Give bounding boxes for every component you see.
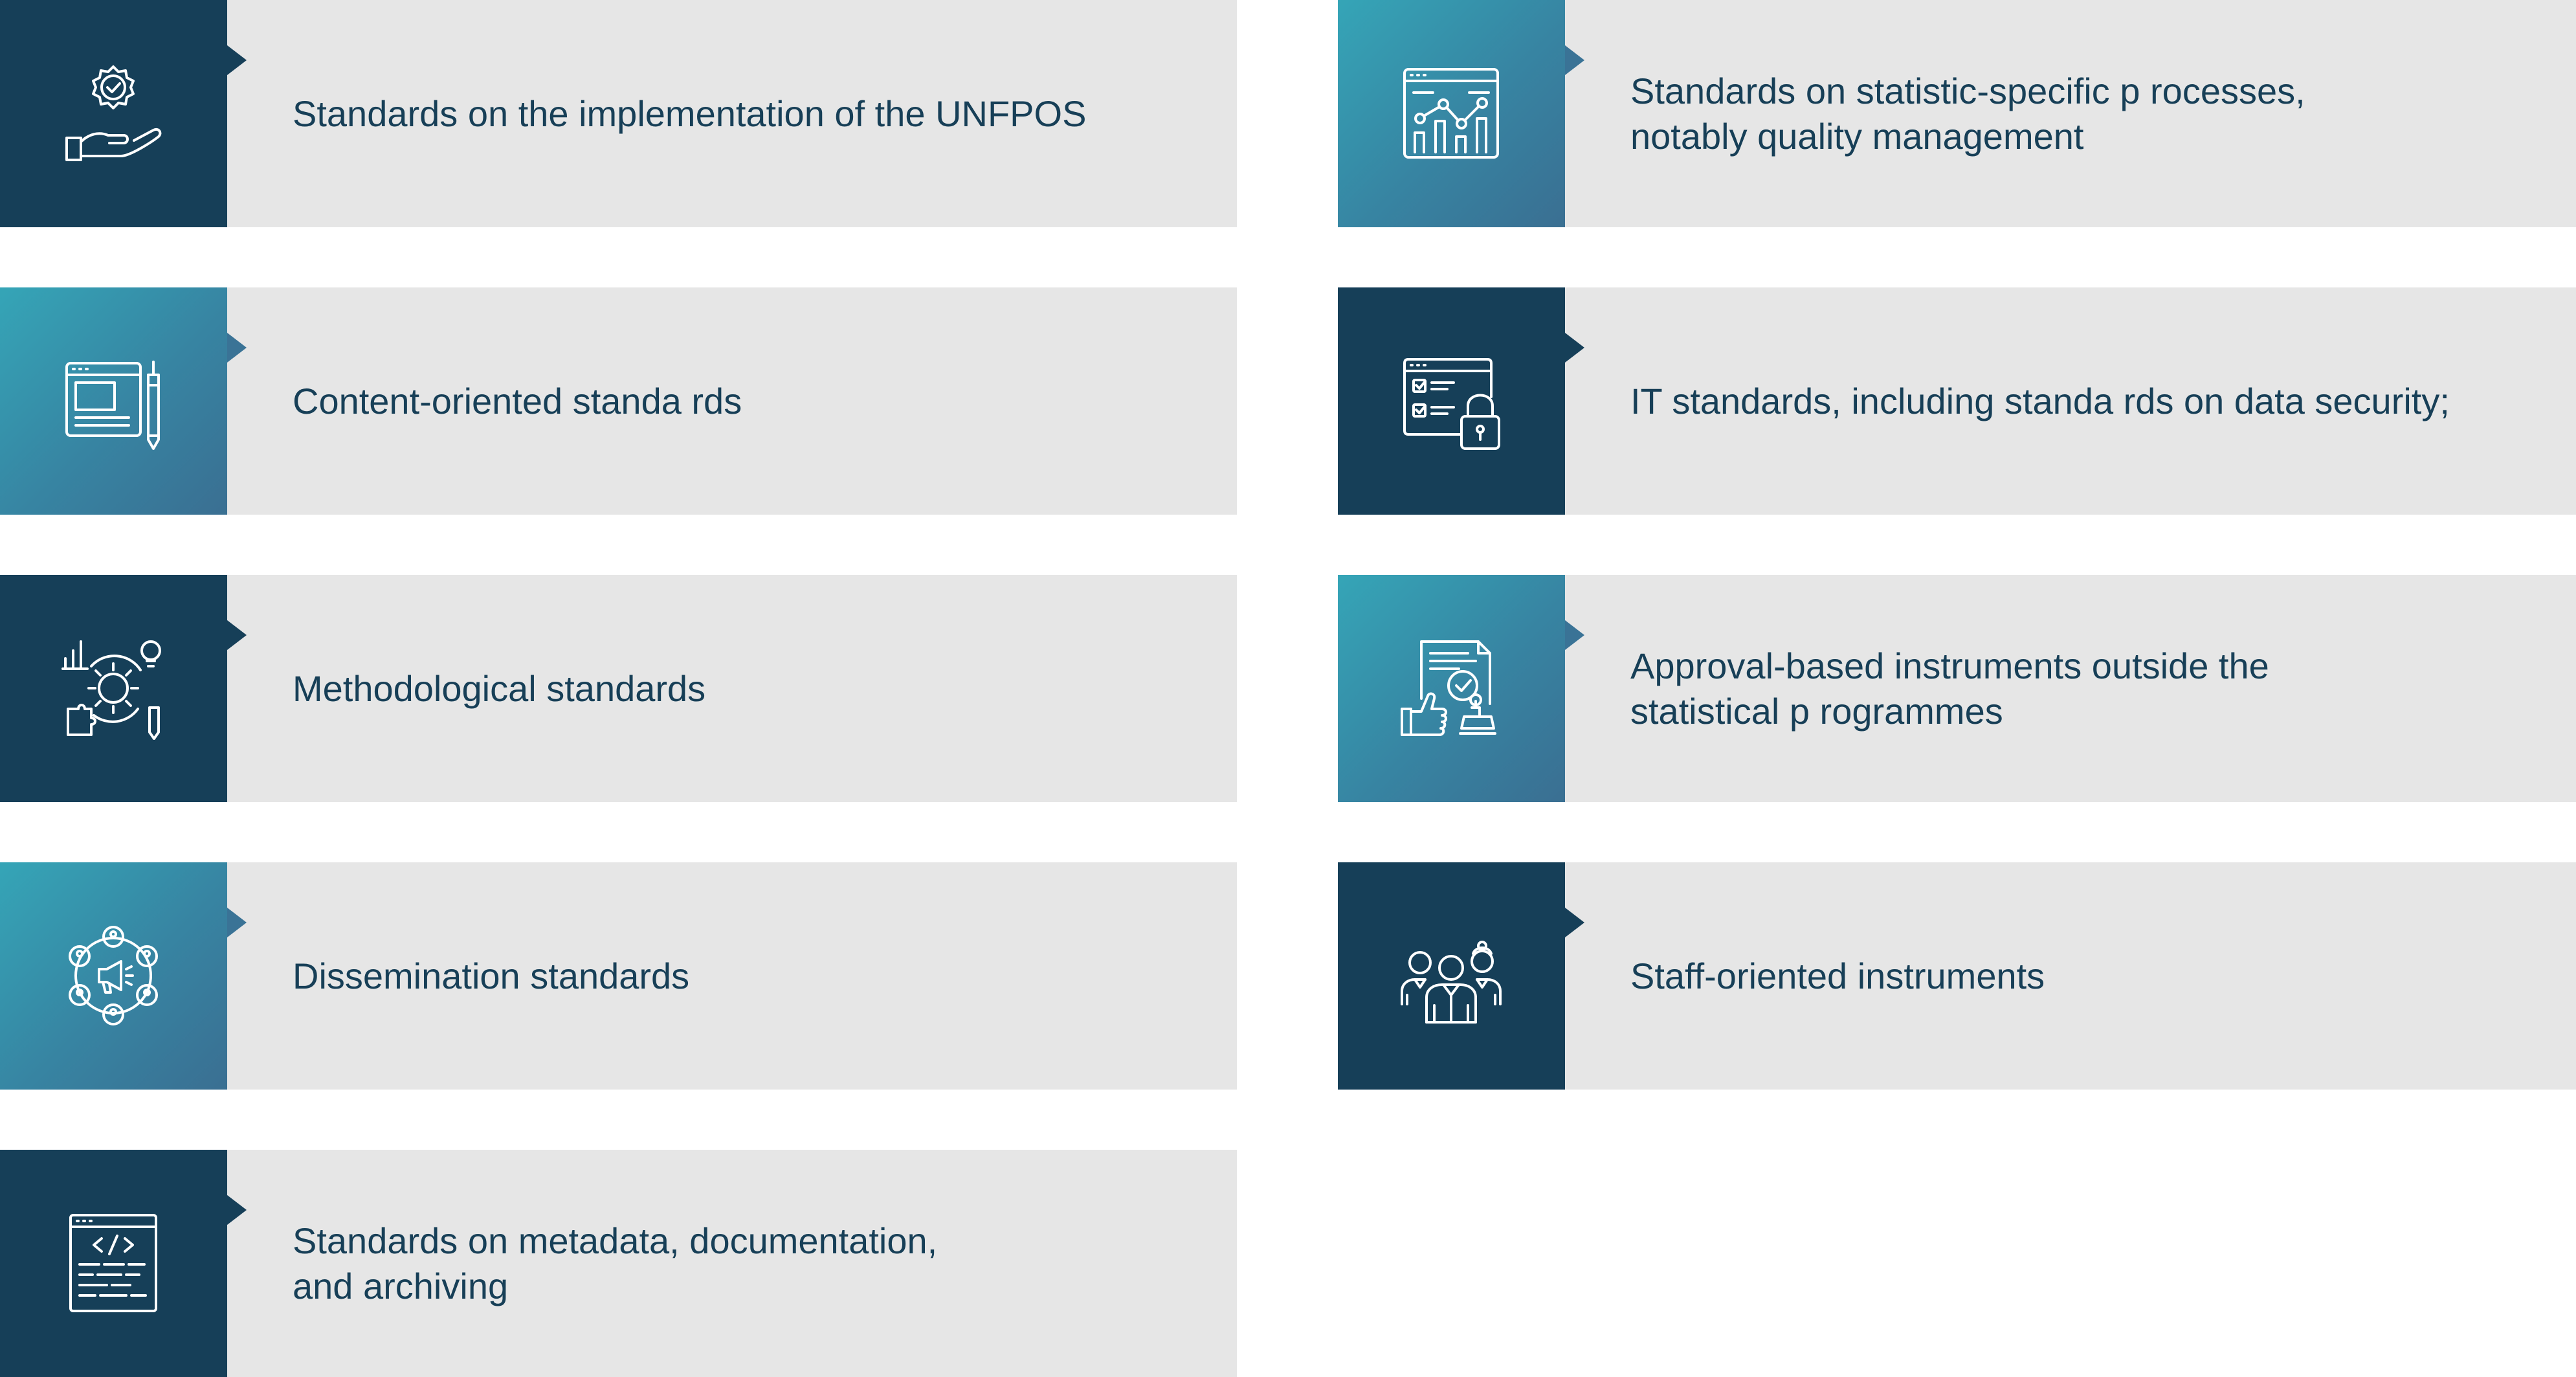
- hand-badge-icon: [61, 62, 165, 165]
- card-processes: Standards on statistic-specific p rocess…: [1338, 0, 2576, 227]
- code-window-icon: [61, 1211, 165, 1315]
- icon-tile: [0, 0, 247, 227]
- card-metadata: Standards on metadata, documentation, an…: [0, 1150, 1237, 1377]
- card-label: IT standards, including standa rds on da…: [1630, 380, 2450, 421]
- icon-tile: [1338, 575, 1584, 802]
- card-label: Standards on the implementation of the U…: [293, 93, 1087, 134]
- card-label: Dissemination standards: [293, 955, 690, 996]
- staff-group-icon: [1399, 924, 1503, 1027]
- card-label: Approval-based instruments outside the s…: [1630, 645, 2269, 732]
- checklist-lock-icon: [1399, 349, 1503, 453]
- gear-bulb-puzzle-icon: [61, 636, 165, 740]
- card-implementation: Standards on the implementation of the U…: [0, 0, 1237, 227]
- icon-tile: [0, 575, 247, 802]
- icon-tile: [1338, 0, 1584, 227]
- icon-tile: [1338, 287, 1584, 515]
- card-approval: Approval-based instruments outside the s…: [1338, 575, 2576, 802]
- megaphone-network-icon: [61, 924, 165, 1027]
- document-approval-stamp-icon: [1399, 636, 1503, 740]
- icon-tile: [0, 862, 247, 1090]
- chart-window-icon: [1399, 62, 1503, 165]
- document-pencil-icon: [61, 349, 165, 453]
- card-methodological: Methodological standards: [0, 575, 1237, 802]
- card-label: Standards on metadata, documentation, an…: [293, 1220, 938, 1306]
- card-dissemination: Dissemination standards: [0, 862, 1237, 1090]
- card-label: Content-oriented standa rds: [293, 380, 742, 421]
- icon-tile: [1338, 862, 1584, 1090]
- card-it: IT standards, including standa rds on da…: [1338, 287, 2576, 515]
- card-content: Content-oriented standa rds: [0, 287, 1237, 515]
- card-label: Standards on statistic-specific p rocess…: [1630, 70, 2305, 157]
- card-label: Methodological standards: [293, 667, 706, 709]
- card-label: Staff-oriented instruments: [1630, 955, 2045, 996]
- card-staff: Staff-oriented instruments: [1338, 862, 2576, 1090]
- icon-tile: [0, 287, 247, 515]
- icon-tile: [0, 1150, 247, 1377]
